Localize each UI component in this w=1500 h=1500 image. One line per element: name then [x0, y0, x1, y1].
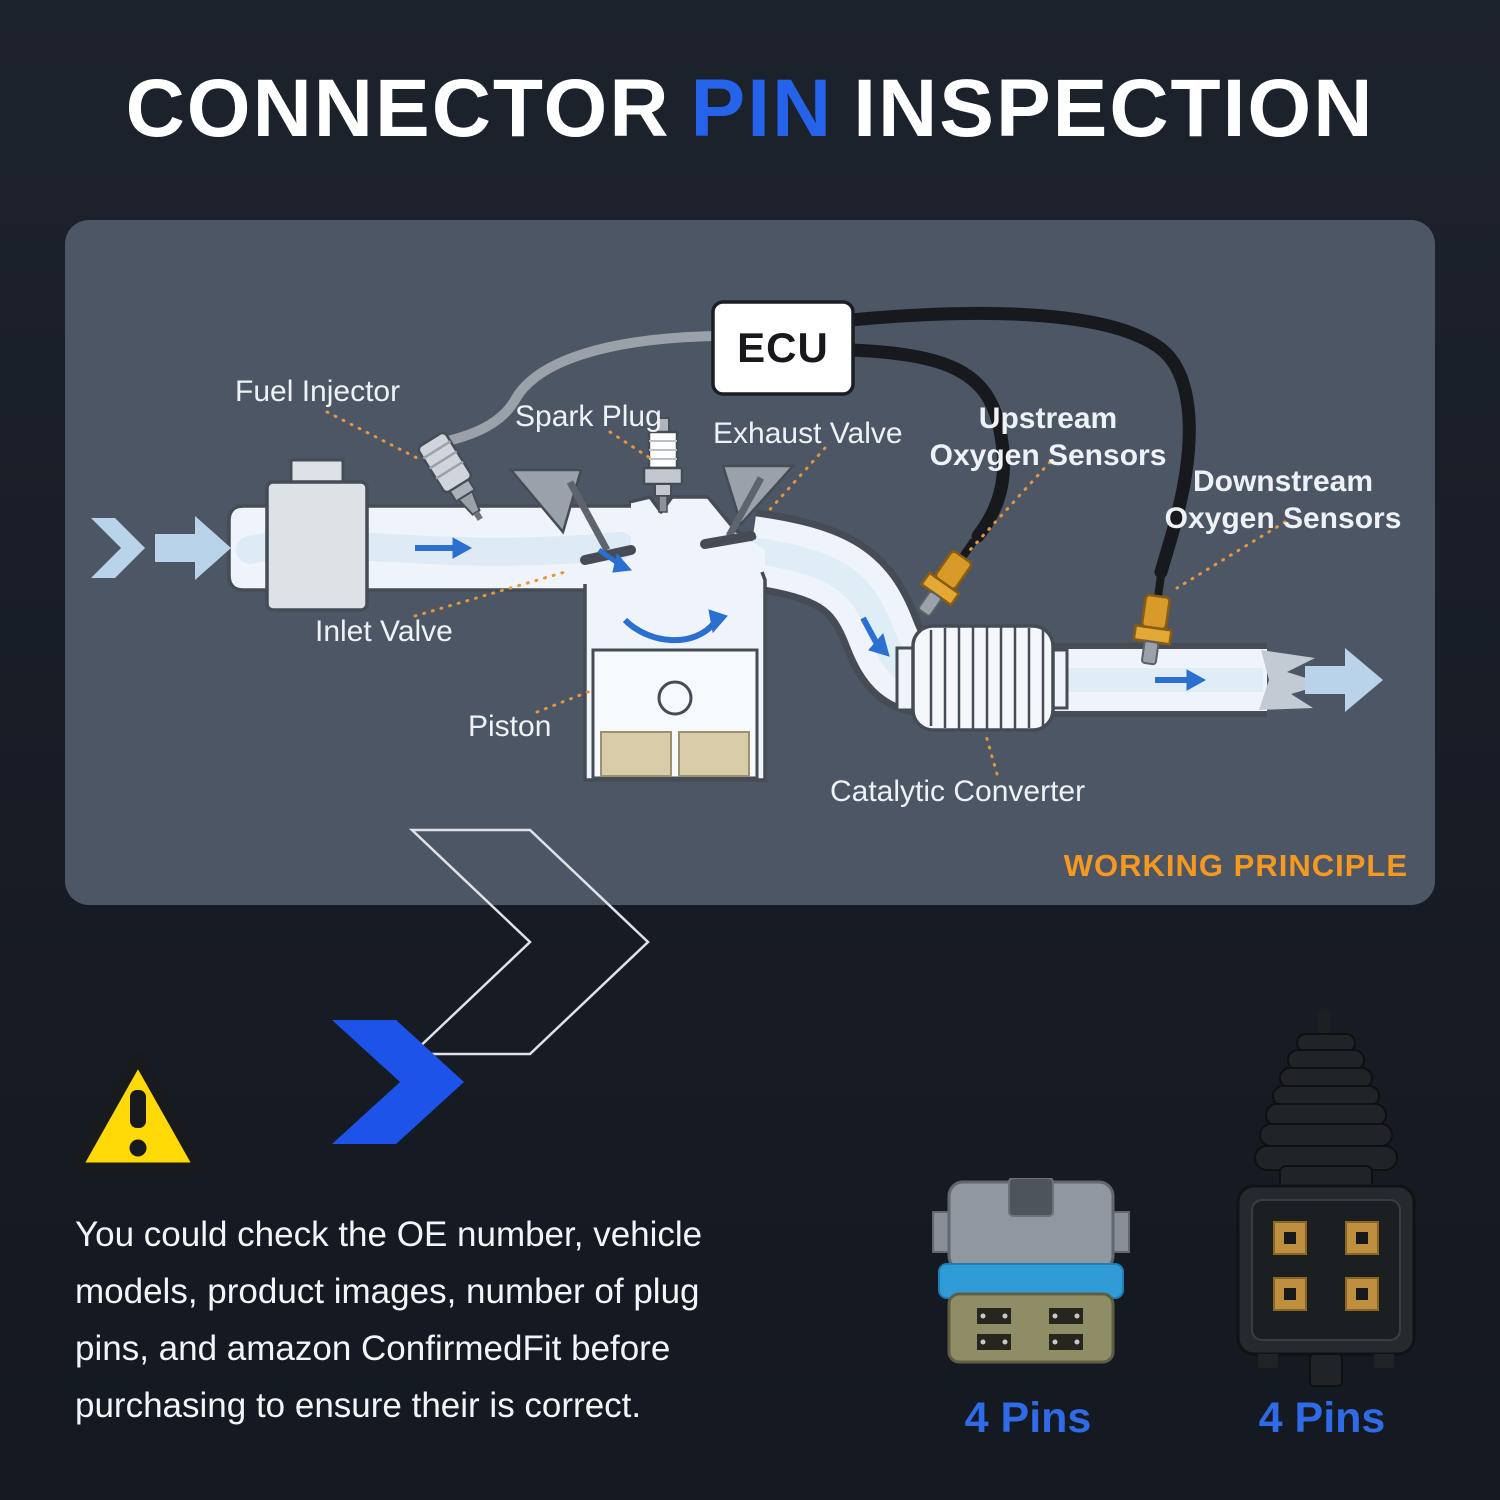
flow-arrows	[91, 516, 1383, 712]
upstream-label-line2: Oxygen Sensors	[929, 439, 1167, 472]
gray-connector-image	[932, 1178, 1130, 1364]
title-pin-text: PIN	[690, 63, 834, 154]
note-line: models, product images, number of plug	[75, 1272, 700, 1311]
spark-plug-label: Spark Plug	[515, 400, 662, 433]
note-text: You could check the OE number, vehicle m…	[75, 1206, 702, 1434]
note-line: You could check the OE number, vehicle	[75, 1215, 703, 1254]
airflow-meter	[265, 458, 369, 612]
working-principle-panel	[65, 220, 1435, 905]
upstream-label-line1: Upstream	[978, 402, 1118, 435]
catalytic-converter-shape	[895, 624, 1069, 732]
title-connector-text: CONNECTOR	[125, 63, 671, 154]
pins-label-right: 4 Pins	[1258, 1394, 1386, 1442]
pins-label-left: 4 Pins	[964, 1394, 1092, 1442]
inlet-valve-label: Inlet Valve	[315, 615, 453, 648]
exhaust-gas-puff	[1259, 650, 1325, 710]
ecu-box	[711, 300, 855, 396]
ecu-label: ECU	[737, 324, 829, 371]
working-principle-caption: WORKING PRINCIPLE	[1063, 848, 1408, 883]
note-line: pins, and amazon ConfirmedFit before	[75, 1329, 671, 1368]
fuel-injector-shape	[417, 431, 483, 521]
engine-diagram	[91, 300, 1383, 782]
downstream-oxygen-sensors-label: Downstream Oxygen Sensors	[1155, 463, 1411, 537]
piston-label: Piston	[468, 710, 552, 743]
catalytic-converter-label: Catalytic Converter	[830, 775, 1086, 808]
black-connector-image	[1236, 1008, 1416, 1387]
leader-lines	[325, 410, 1287, 776]
piston-shape	[591, 648, 759, 780]
exhaust-valve-shape	[700, 464, 796, 549]
ecu-wires	[430, 306, 1196, 579]
upstream-sensor-shape	[918, 538, 978, 617]
blue-chevron-icon	[332, 1020, 464, 1144]
flow-arrow-left-icon	[155, 516, 231, 580]
exhaust-valve-label: Exhaust Valve	[713, 417, 903, 450]
spark-plug-shape	[642, 417, 684, 513]
downstream-label-line2: Oxygen Sensors	[1164, 502, 1402, 535]
flow-chevron-left-icon	[91, 518, 145, 578]
warning-icon	[70, 1052, 206, 1174]
title-inspection-text: INSPECTION	[853, 63, 1375, 154]
downstream-sensor-shape	[1132, 575, 1173, 666]
flow-arrow-right-icon	[1305, 648, 1383, 712]
note-line: purchasing to ensure their is correct.	[75, 1386, 642, 1425]
white-chevron-icon	[408, 828, 650, 1056]
upstream-oxygen-sensors-label: Upstream Oxygen Sensors	[920, 400, 1176, 474]
fuel-injector-label: Fuel Injector	[235, 375, 401, 408]
downstream-label-line1: Downstream	[1192, 465, 1374, 498]
